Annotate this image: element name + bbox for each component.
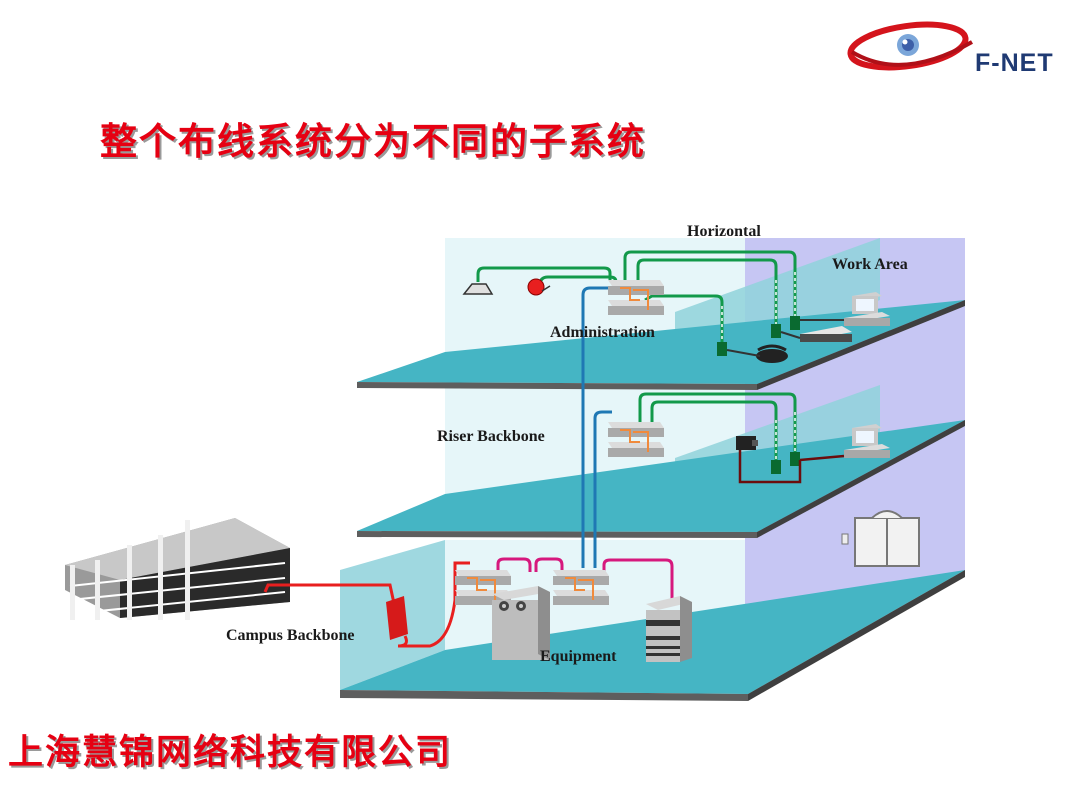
workstation-middle	[844, 424, 890, 458]
outlet-1	[790, 316, 800, 330]
label-horizontal: Horizontal	[687, 223, 761, 240]
campus-building	[65, 518, 290, 620]
ground-floor-edge	[340, 690, 748, 701]
middle-horizontal-2	[650, 400, 778, 460]
top-floor-edge	[357, 382, 757, 390]
middle-floor-side	[757, 420, 965, 538]
server-tower	[646, 596, 692, 662]
horizontal-cable-1	[623, 250, 797, 316]
equipment-cable-1	[496, 557, 532, 572]
alarm-bell-icon	[527, 278, 551, 296]
riser-cable-blue-2	[593, 410, 612, 538]
workstation-top	[844, 292, 890, 326]
riser-cable-blue	[581, 286, 612, 538]
fnet-logo	[847, 21, 973, 71]
label-administration: Administration	[550, 324, 655, 341]
ground-floor-side	[748, 570, 965, 701]
company-name: 上海慧锦网络科技有限公司	[8, 733, 453, 773]
slide-title: 整个布线系统分为不同的子系统	[100, 120, 646, 163]
label-equipment: Equipment	[540, 648, 617, 665]
pbx-cabinet	[492, 586, 550, 660]
elevator	[841, 510, 920, 567]
campus-entrance-panel	[386, 596, 408, 640]
middle-floor	[357, 420, 965, 532]
telephone-icon	[756, 344, 788, 363]
speaker-icon	[462, 283, 494, 295]
middle-floor-edge	[357, 531, 757, 538]
logo-text: F-NET	[975, 49, 1054, 77]
equipment-cable-2	[534, 557, 564, 572]
outlet-3	[717, 342, 727, 356]
equipment-panel-right	[553, 570, 609, 605]
label-campus-backbone: Campus Backbone	[226, 627, 355, 644]
top-floor-side	[757, 300, 965, 390]
camera-icon	[736, 436, 758, 450]
admin-panel-middle	[608, 422, 664, 457]
label-riser-backbone: Riser Backbone	[437, 428, 545, 445]
outlet-2	[771, 324, 781, 338]
campus-cable	[263, 561, 470, 648]
horizontal-cable-4	[476, 266, 612, 282]
middle-device-cable	[738, 450, 845, 484]
horizontal-cable-2	[636, 258, 778, 324]
fax-printer	[800, 326, 852, 342]
equipment-cable-3	[602, 558, 674, 600]
label-work-area: Work Area	[832, 256, 908, 273]
admin-panel-top	[608, 280, 664, 315]
horizontal-cable-3	[644, 294, 724, 342]
middle-horizontal-1	[638, 392, 797, 452]
